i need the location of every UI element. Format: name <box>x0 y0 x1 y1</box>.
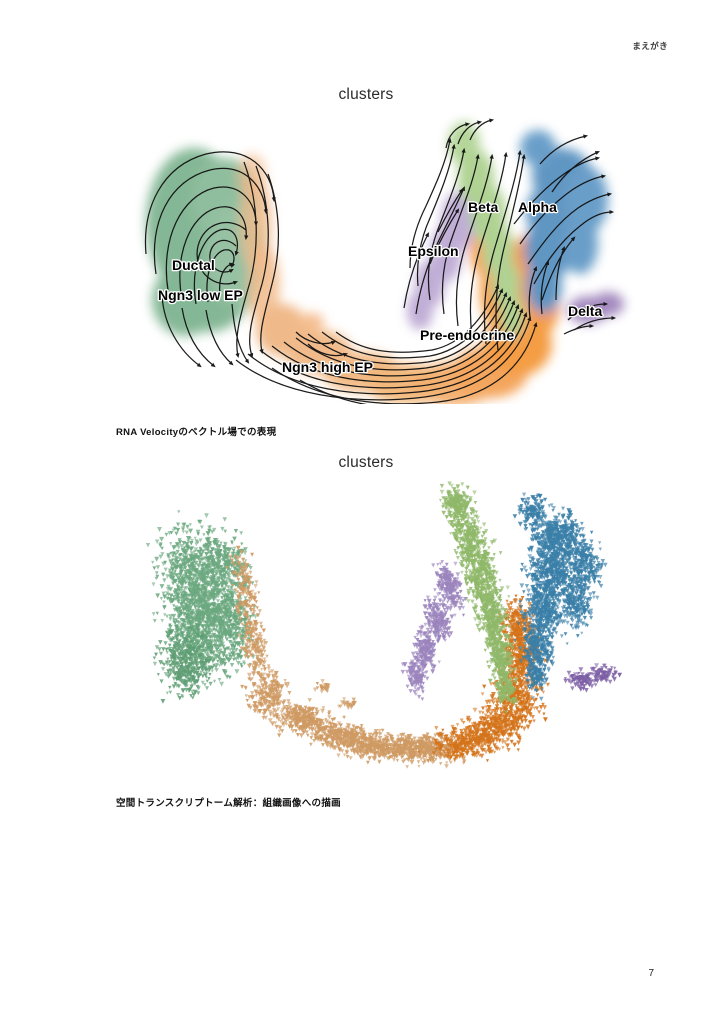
figure-2-canvas <box>86 472 646 772</box>
velocity-streamlines <box>144 118 617 404</box>
cluster-label-delta: Delta <box>568 303 602 319</box>
cluster-label-pre-endocrine: Pre-endocrine <box>420 327 514 343</box>
cluster-label-epsilon: Epsilon <box>408 243 459 259</box>
cluster-density-blobs <box>146 122 624 404</box>
umap-scatter-plot <box>145 481 622 769</box>
running-header: まえがき <box>632 41 668 51</box>
figure-1-cluster-annotations: Ductal Ngn3 low EP Ngn3 high EP Pre-endo… <box>157 198 604 377</box>
figure-2-title: clusters <box>338 454 394 471</box>
cluster-label-alpha: Alpha <box>518 199 557 215</box>
figure-1-title: clusters <box>338 86 394 103</box>
page-number: 7 <box>648 968 654 979</box>
figure-2-caption: 空間トランスクリプトーム解析：組織画像への描画 <box>116 798 341 809</box>
figure-1-caption: RNA Velocityのベクトル場での表現 <box>116 427 277 438</box>
figure-spatial-scatter: clusters <box>86 446 646 776</box>
cluster-label-ductal: Ductal <box>172 257 215 273</box>
cluster-label-ngn3-low-ep: Ngn3 low EP <box>158 287 243 303</box>
figure-rna-velocity: clusters <box>86 78 646 408</box>
figure-1-canvas: Ductal Ngn3 low EP Ngn3 high EP Pre-endo… <box>86 104 646 404</box>
cluster-label-ngn3-high-ep: Ngn3 high EP <box>282 359 373 375</box>
cluster-label-beta: Beta <box>468 199 499 215</box>
